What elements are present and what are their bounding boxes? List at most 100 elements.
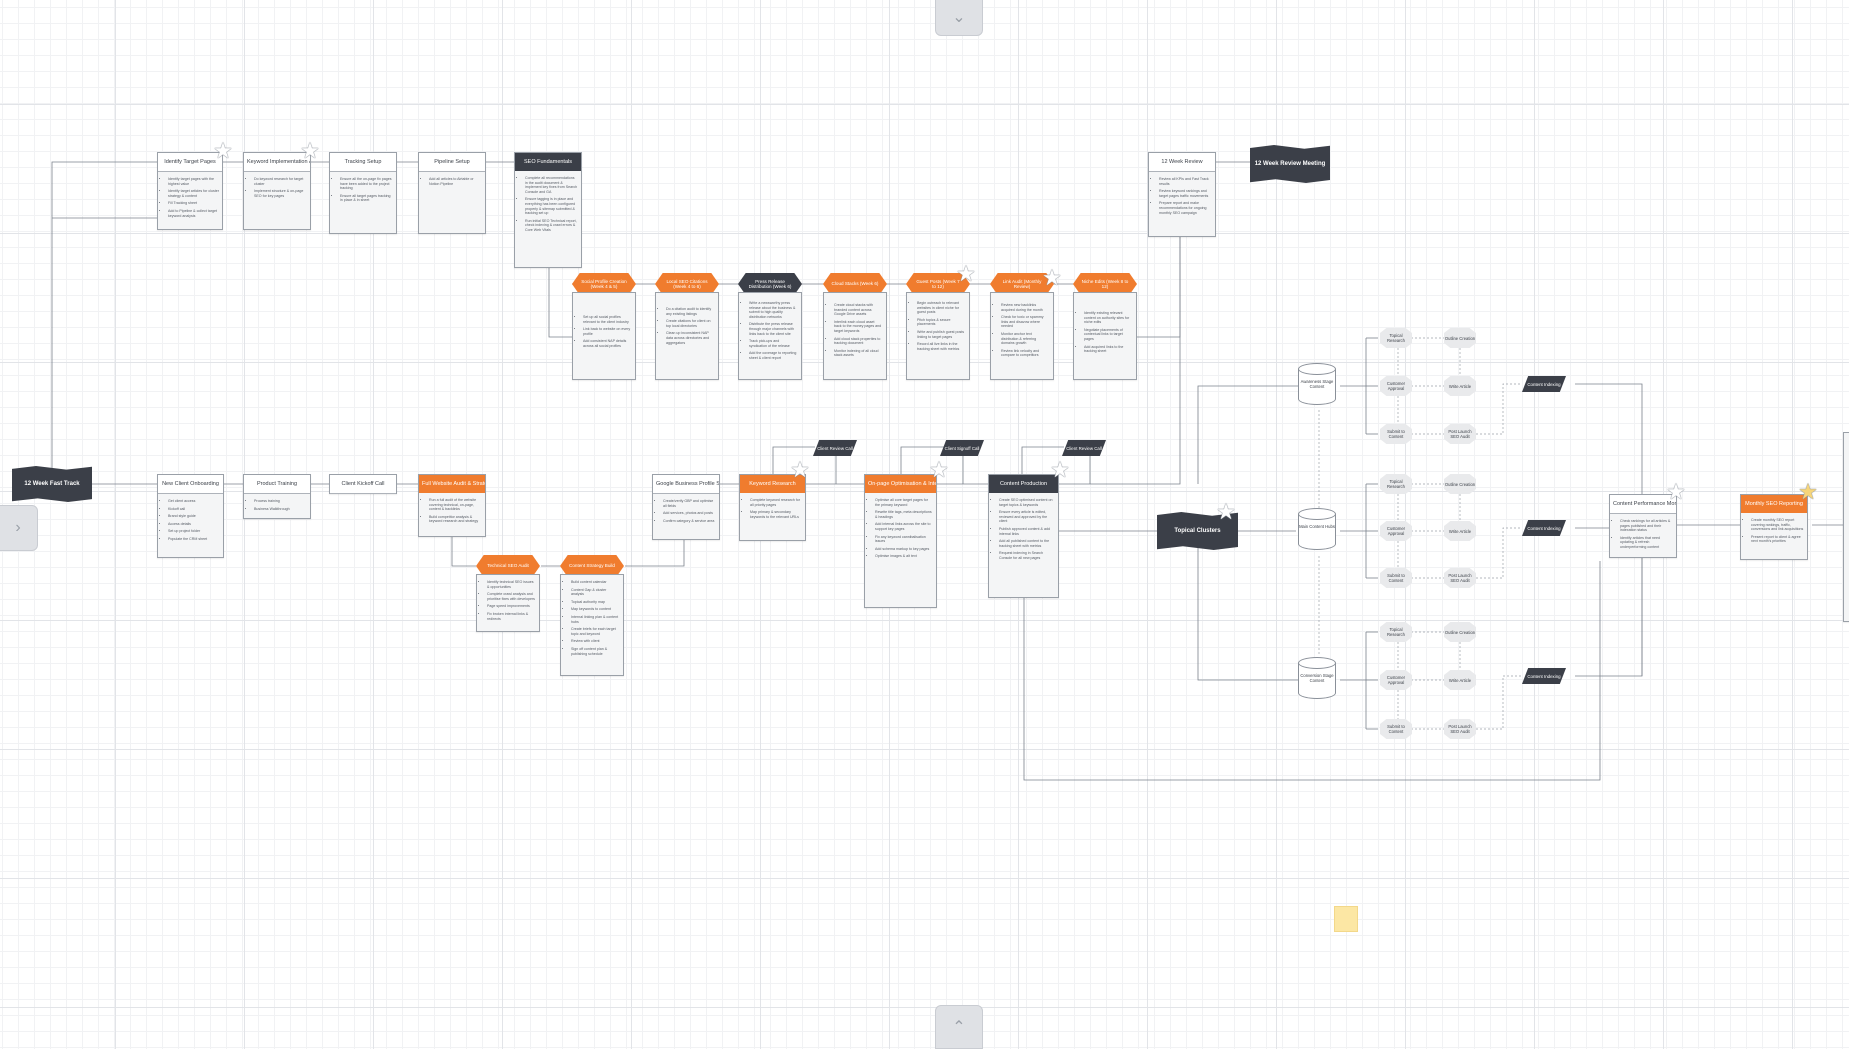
list-item: Page speed improvements	[487, 604, 536, 609]
cluster-conversion[interactable]: Conversion Stage Content	[1298, 657, 1336, 703]
card-client-kickoff-call[interactable]: Client Kickoff Call	[329, 474, 397, 494]
review-meeting-flag[interactable]: 12 Week Review Meeting	[1250, 145, 1330, 183]
star-icon[interactable]: ★	[1042, 265, 1062, 290]
hex-niche-edits[interactable]: Niche Edits (Week 8 to 12)	[1073, 273, 1137, 295]
node-customer-approval[interactable]: Customer Approval	[1380, 521, 1412, 541]
hex-local-citations[interactable]: Local SEO Citations (Week 4 to 6)	[655, 273, 719, 295]
card-content-strategy[interactable]: Build content calendarContent Gap & clus…	[560, 574, 624, 676]
hex-social-profile[interactable]: Social Profile Creation (Week 4 & 5)	[572, 273, 636, 295]
review-flag-label: 12 Week Review Meeting	[1254, 161, 1326, 167]
card-identify-target-pages[interactable]: Identify Target Pages Identify target pa…	[157, 152, 223, 230]
card-technical-seo-audit[interactable]: Identify technical SEO issues & opportun…	[476, 574, 540, 632]
node-label: Customer Approval	[1386, 675, 1406, 685]
node-submit-content[interactable]: Submit to Content	[1380, 424, 1412, 444]
star-icon[interactable]: ★	[1798, 479, 1818, 504]
card-title: Keyword Implementation & Structure Creat…	[244, 153, 310, 172]
card-pipeline-setup[interactable]: Pipeline Setup Add all articles to Airta…	[418, 152, 486, 234]
card-product-training[interactable]: Product Training Process trainingBusines…	[243, 474, 311, 519]
card-keyword-research[interactable]: Keyword Research Complete keyword resear…	[739, 474, 806, 541]
collapse-bottom-tab[interactable]: ⌃	[935, 1005, 983, 1049]
cluster-main-hubs[interactable]: Main Content Hubs	[1298, 508, 1336, 554]
node-customer-approval[interactable]: Customer Approval	[1380, 670, 1412, 690]
list-item: Create briefs for each target topic and …	[571, 627, 620, 636]
card-local-citations[interactable]: Do a citation audit to identify any exis…	[655, 292, 719, 380]
node-label: Submit to Content	[1387, 573, 1405, 583]
card-cloud-stacks[interactable]: Create cloud stacks with branded content…	[823, 292, 887, 380]
hex-technical-seo-audit[interactable]: Technical SEO Audit	[476, 555, 540, 577]
chevron-up-icon: ⌃	[952, 1019, 966, 1036]
list-item: Create monthly SEO report covering ranki…	[1751, 518, 1804, 532]
hex-label: Local SEO Citations (Week 4 to 6)	[666, 278, 708, 289]
star-icon[interactable]: ★	[956, 261, 976, 286]
hex-content-strategy[interactable]: Content Strategy Build	[560, 555, 624, 577]
cluster-awareness[interactable]: Awareness Stage Content	[1298, 363, 1336, 409]
node-topical-research[interactable]: Topical Research	[1380, 622, 1412, 642]
card-social-profile[interactable]: Set up all social profiles relevant to t…	[572, 292, 636, 380]
sticky-note[interactable]	[1334, 906, 1358, 932]
content-indexing-2[interactable]: Content Indexing	[1522, 520, 1566, 536]
list-item: Write a newsworthy press release about t…	[749, 301, 798, 319]
card-offscreen-right[interactable]	[1843, 432, 1849, 622]
node-outline-creation[interactable]: Outline Creation	[1444, 474, 1476, 494]
card-gbp-setup[interactable]: Google Business Profile Setup Create/ver…	[652, 474, 720, 540]
topical-clusters-flag[interactable]: Topical Clusters	[1157, 512, 1238, 550]
node-post-launch-audit[interactable]: Post Launch SEO Audit	[1444, 568, 1476, 588]
card-keyword-implementation[interactable]: Keyword Implementation & Structure Creat…	[243, 152, 311, 230]
card-title: Content Performance Monitoring (Weekly)	[1610, 495, 1676, 514]
card-full-website-audit[interactable]: Full Website Audit & Strategy Run a full…	[418, 474, 486, 537]
card-tracking-setup[interactable]: Tracking Setup Ensure all the on-page fi…	[329, 152, 397, 234]
card-link-audit[interactable]: Review new backlinks acquired during the…	[990, 292, 1054, 380]
card-content-performance[interactable]: Content Performance Monitoring (Weekly) …	[1609, 494, 1677, 558]
node-label: Outline Creation	[1444, 481, 1476, 487]
client-review-call-2[interactable]: Client Review Call	[1062, 440, 1106, 456]
content-indexing-3[interactable]: Content Indexing	[1522, 668, 1566, 684]
star-icon[interactable]: ★	[1216, 499, 1236, 524]
node-write-article[interactable]: Write Article	[1444, 376, 1476, 396]
list-item: Publish approved content & add internal …	[999, 527, 1055, 536]
list-item: Add all articles to Airtable or Notion P…	[429, 177, 482, 186]
node-write-article[interactable]: Write Article	[1444, 670, 1476, 690]
star-icon[interactable]: ★	[213, 138, 233, 163]
client-signoff-call[interactable]: Client Signoff Call	[940, 440, 984, 456]
card-new-client-onboarding[interactable]: New Client Onboarding Get client accessK…	[157, 474, 224, 558]
node-post-launch-audit[interactable]: Post Launch SEO Audit	[1444, 424, 1476, 444]
list-item: Review keyword rankings and target pages…	[1159, 189, 1212, 198]
list-item: Track pick-ups and syndication of the re…	[749, 339, 798, 348]
card-monthly-seo-reporting[interactable]: Monthly SEO Reporting Create monthly SEO…	[1740, 494, 1808, 560]
star-icon[interactable]: ★	[1050, 457, 1070, 482]
hex-link-audit[interactable]: Link Audit (Monthly Review)	[990, 273, 1054, 295]
node-outline-creation[interactable]: Outline Creation	[1444, 328, 1476, 348]
card-niche-edits[interactable]: Identify existing relevant content on au…	[1073, 292, 1137, 380]
card-onpage-optimisation[interactable]: On-page Optimisation & Internal Linking …	[864, 474, 937, 608]
collapse-top-tab[interactable]: ⌄	[935, 0, 983, 36]
expand-left-tab[interactable]: ›	[0, 505, 38, 551]
star-icon[interactable]: ★	[929, 457, 949, 482]
list-item: Build competitor analysis & keyword rese…	[429, 515, 482, 524]
node-submit-content[interactable]: Submit to Content	[1380, 568, 1412, 588]
node-label: Outline Creation	[1444, 629, 1476, 635]
content-indexing-1[interactable]: Content Indexing	[1522, 376, 1566, 392]
hex-press-release[interactable]: Press Release Distribution (Week 6)	[738, 273, 802, 295]
node-write-article[interactable]: Write Article	[1444, 521, 1476, 541]
client-review-call-1[interactable]: Client Review Call	[813, 440, 857, 456]
card-title: Google Business Profile Setup	[653, 475, 719, 494]
star-icon[interactable]: ★	[790, 457, 810, 482]
node-post-launch-audit[interactable]: Post Launch SEO Audit	[1444, 719, 1476, 739]
start-flag[interactable]: 12 Week Fast Track	[12, 466, 92, 502]
card-12-week-review[interactable]: 12 Week Review Review all KPIs and Fast …	[1148, 152, 1216, 237]
card-seo-fundamentals[interactable]: SEO Fundamentals Complete all recommenda…	[514, 152, 582, 268]
node-submit-content[interactable]: Submit to Content	[1380, 719, 1412, 739]
star-icon[interactable]: ★	[1666, 479, 1686, 504]
card-press-release[interactable]: Write a newsworthy press release about t…	[738, 292, 802, 380]
card-guest-posts[interactable]: Begin outreach to relevant websites in c…	[906, 292, 970, 380]
hex-guest-posts[interactable]: Guest Posts (Week 7 to 12)	[906, 273, 970, 295]
node-topical-research[interactable]: Topical Research	[1380, 474, 1412, 494]
hex-cloud-stacks[interactable]: Cloud Stacks (Week 6)	[823, 273, 887, 295]
card-content-production[interactable]: Content Production Create SEO optimised …	[988, 474, 1059, 598]
node-topical-research[interactable]: Topical Research	[1380, 328, 1412, 348]
list-item: Create cloud stacks with branded content…	[834, 303, 883, 317]
node-customer-approval[interactable]: Customer Approval	[1380, 376, 1412, 396]
node-outline-creation[interactable]: Outline Creation	[1444, 622, 1476, 642]
star-icon[interactable]: ★	[300, 138, 320, 163]
